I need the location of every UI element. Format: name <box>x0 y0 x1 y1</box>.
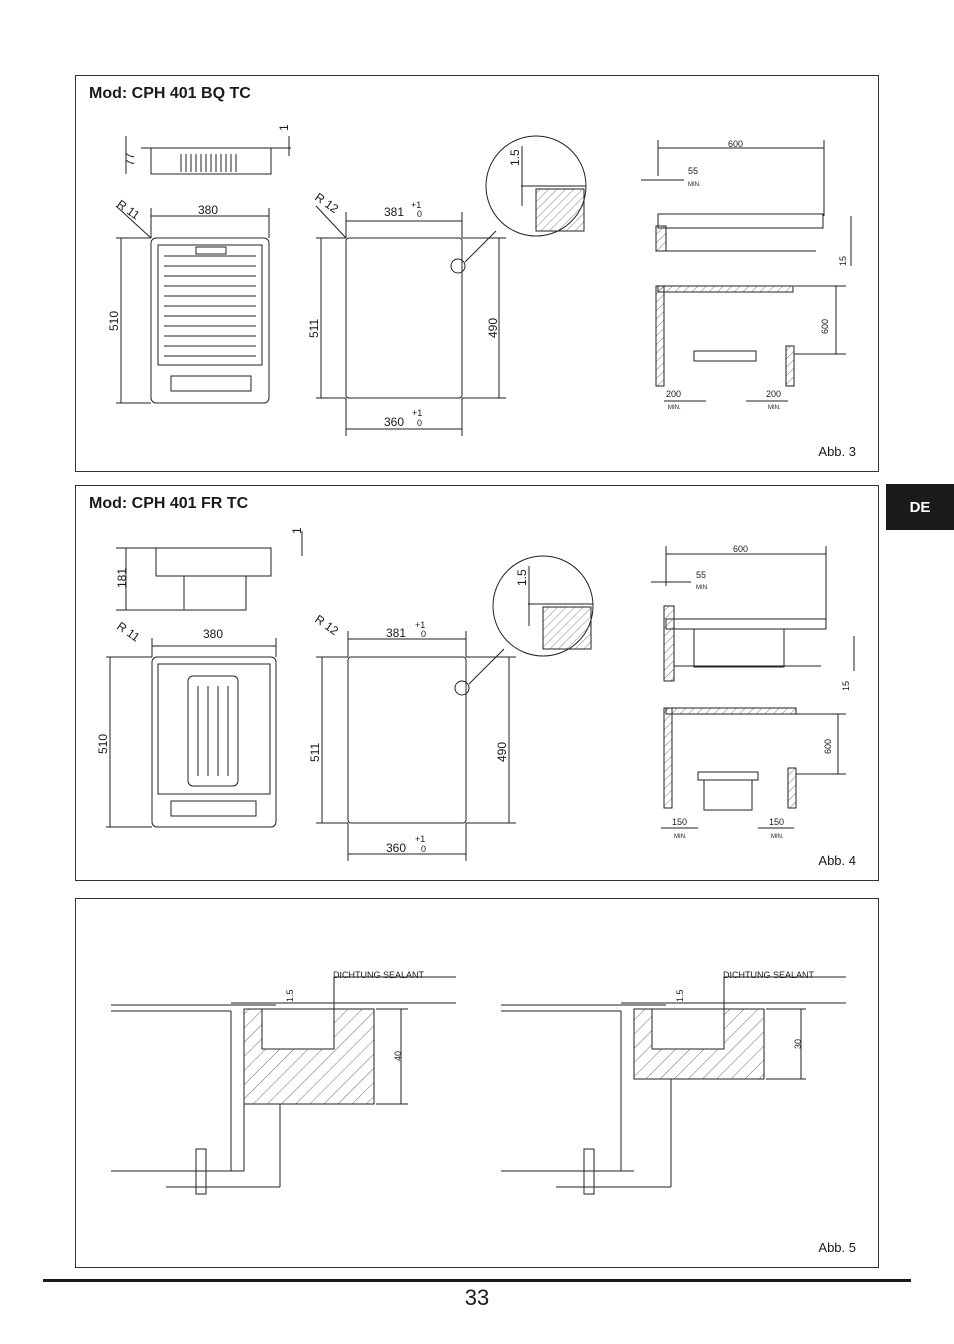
clamp-screw <box>195 1148 207 1195</box>
min-label: MIN. <box>688 182 701 188</box>
control-panel <box>170 375 252 392</box>
dim-55: 55 <box>688 166 698 176</box>
dim-200-left: 200 <box>666 389 681 399</box>
dim-15: 15 <box>838 256 848 266</box>
dim-511: 511 <box>307 319 321 338</box>
dimension-labels: 181 1 R 11 380 510 R 12 381 +1 0 511 490… <box>96 527 851 855</box>
figure-panel-abb4: Mod: CPH 401 FR TC Abb. 4 <box>75 485 879 881</box>
section-bottom-appliance <box>697 771 759 781</box>
dim-380: 380 <box>198 203 218 217</box>
dim-600v: 600 <box>820 319 830 334</box>
tol-zero: 0 <box>421 629 426 639</box>
sealant-label-right: DICHTUNG SEALANT <box>723 970 815 980</box>
min-right: MIN. <box>771 834 784 840</box>
page-number: 33 <box>464 1285 490 1310</box>
figure-panel-abb5: Abb. 5 <box>75 898 879 1268</box>
footer-rule <box>43 1279 911 1282</box>
dim-510: 510 <box>107 311 121 331</box>
dim-490: 490 <box>495 742 509 762</box>
dim-r11: R 11 <box>114 619 142 645</box>
dim-360: 360 <box>386 841 406 855</box>
min-right: MIN. <box>768 405 781 411</box>
tol-plus: +1 <box>411 200 421 210</box>
dim-r11: R 11 <box>114 197 142 223</box>
section-labels: DICHTUNG SEALANT 1.5 40 DICHTUNG SEALANT… <box>285 970 815 1061</box>
tol-zero: 0 <box>417 209 422 219</box>
figure-caption: Abb. 3 <box>818 444 856 459</box>
sealant-label-left: DICHTUNG SEALANT <box>333 970 425 980</box>
tol-plus-b: +1 <box>415 834 425 844</box>
appliance-side-view <box>155 547 272 577</box>
dim-510: 510 <box>96 734 110 754</box>
dim-150-left: 150 <box>672 817 687 827</box>
dim-381: 381 <box>384 205 404 219</box>
gap-left: 1.5 <box>285 989 295 1002</box>
dim-r12: R 12 <box>312 190 341 216</box>
tol-zero-b: 0 <box>417 418 422 428</box>
dim-1: 1 <box>277 124 291 131</box>
section-top-appliance <box>657 213 824 229</box>
figure-title: Mod: CPH 401 FR TC <box>89 495 249 512</box>
cutout-outline <box>345 237 463 399</box>
cutout-outline <box>347 656 467 824</box>
dim-381: 381 <box>386 626 406 640</box>
technical-drawing: 77 1 R 11 380 510 R 12 381 +1 0 511 490 … <box>107 124 852 436</box>
technical-drawing: 181 1 R 11 380 510 R 12 381 +1 0 511 490… <box>96 527 855 861</box>
dim-600: 600 <box>733 544 748 554</box>
dim-1: 1 <box>290 527 304 534</box>
figure-title: Mod: CPH 401 BQ TC <box>89 85 251 102</box>
appliance-top-view <box>151 656 277 828</box>
min-left: MIN. <box>668 405 681 411</box>
language-tab: DE <box>886 484 954 530</box>
figure-caption: Abb. 4 <box>818 853 856 868</box>
grill-lines <box>164 255 256 357</box>
dim-1-5: 1.5 <box>515 569 529 586</box>
thickness-right: 30 <box>793 1039 803 1049</box>
dim-181: 181 <box>115 568 129 588</box>
section-bottom-appliance <box>693 350 757 362</box>
grill-plate <box>157 244 263 366</box>
dim-600: 600 <box>728 139 743 149</box>
dim-15: 15 <box>841 681 851 691</box>
dim-1-5: 1.5 <box>508 149 522 166</box>
dim-55: 55 <box>696 570 706 580</box>
dim-600v: 600 <box>823 739 833 754</box>
clamp-screw <box>583 1148 595 1195</box>
tol-plus-b: +1 <box>412 408 422 418</box>
tol-zero-b: 0 <box>421 844 426 854</box>
thickness-left: 40 <box>393 1051 403 1061</box>
min-label: MIN. <box>696 585 709 591</box>
section-top-appliance <box>665 618 827 630</box>
dim-360: 360 <box>384 415 404 429</box>
dim-490: 490 <box>486 318 500 338</box>
gap-right: 1.5 <box>675 989 685 1002</box>
installation-section-drawing: DICHTUNG SEALANT 1.5 40 DICHTUNG SEALANT… <box>111 970 846 1195</box>
section-left <box>111 976 456 1195</box>
dim-380: 380 <box>203 627 223 641</box>
fryer-basket <box>187 675 239 787</box>
appliance-top-view <box>150 237 270 404</box>
min-left: MIN. <box>674 834 687 840</box>
tol-plus: +1 <box>415 620 425 630</box>
dim-r12: R 12 <box>312 612 341 638</box>
side-grill-fins <box>180 154 237 172</box>
figure-panel-abb3: Mod: CPH 401 BQ TC Abb. 3 <box>75 75 879 472</box>
dim-200-right: 200 <box>766 389 781 399</box>
control-panel <box>170 800 257 817</box>
detail-magnifier <box>492 555 594 657</box>
dim-77: 77 <box>123 152 137 166</box>
figure-caption: Abb. 5 <box>818 1240 856 1255</box>
section-right <box>501 976 846 1195</box>
dim-511: 511 <box>308 743 322 762</box>
dim-150-right: 150 <box>769 817 784 827</box>
